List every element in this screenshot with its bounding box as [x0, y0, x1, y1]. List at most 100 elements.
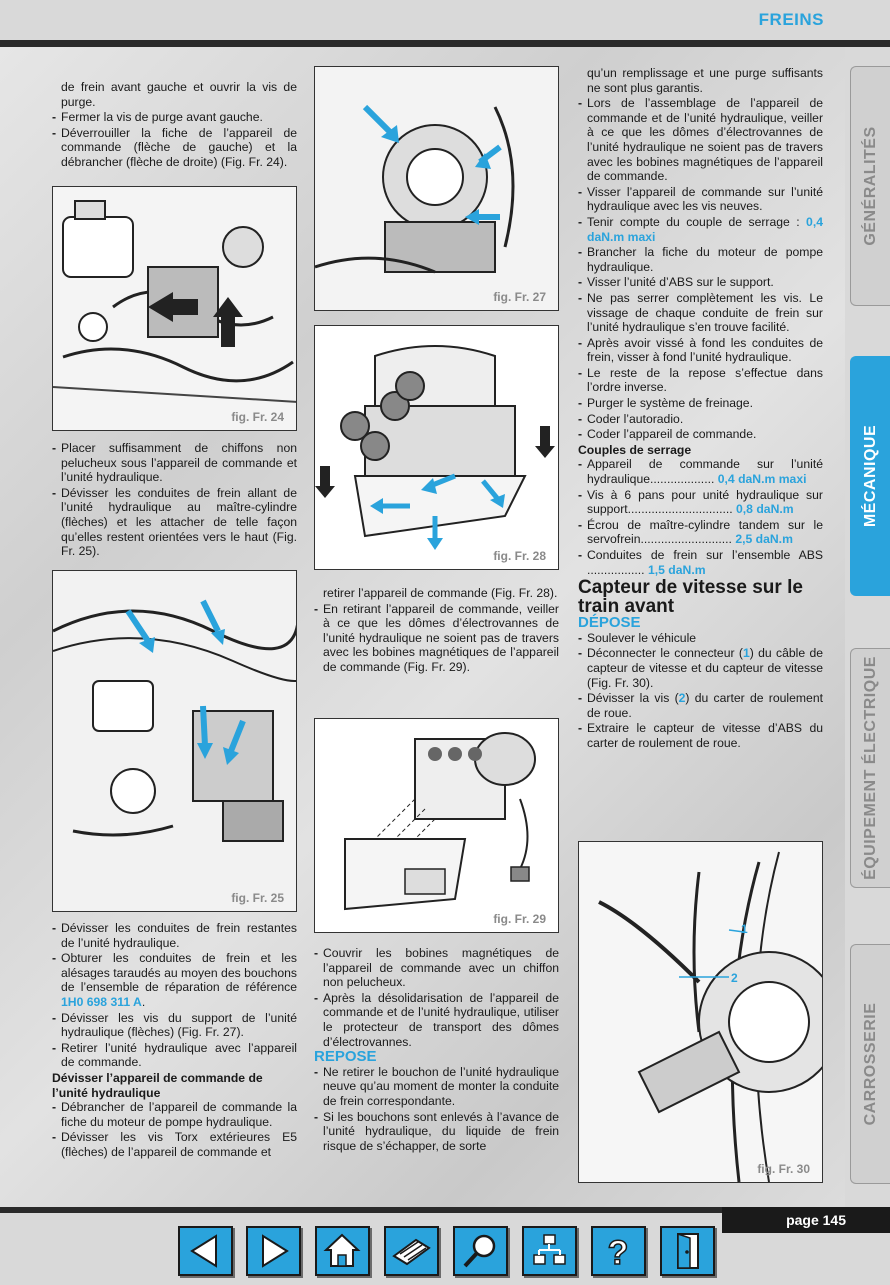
figure-fr-29: fig. Fr. 29: [314, 718, 559, 933]
text-line: Débrancher de l’appareil de commande la …: [52, 1100, 297, 1129]
capteur-heading: Capteur de vitesse sur le train avant: [578, 577, 803, 618]
figure-caption: fig. Fr. 29: [493, 912, 546, 926]
text-part: Tenir compte du couple de serrage :: [587, 214, 807, 229]
text-line: Dévisser les conduites de frein restante…: [52, 921, 297, 950]
torque-label: Écrou de maître-cylindre tandem sur le s…: [587, 517, 823, 547]
next-page-button[interactable]: [246, 1226, 301, 1276]
previous-page-button[interactable]: [178, 1226, 233, 1276]
help-icon: ?: [607, 1233, 629, 1273]
text-line: Soulever le véhicule: [578, 631, 823, 646]
text-line: Dévisser la vis (2) du carter de rouleme…: [578, 691, 823, 720]
column-1-bottom: Dévisser les conduites de frein restante…: [52, 921, 297, 1161]
tab-generalites[interactable]: GÉNÉRALITÉS: [850, 66, 890, 306]
text-line: Déconnecter le connecteur (1) du câble d…: [578, 646, 823, 690]
tab-label: MÉCANIQUE: [861, 424, 879, 528]
top-rule: [0, 40, 890, 47]
text-part: Dévisser la vis (: [587, 691, 679, 706]
text-line: Si les bouchons sont enlevés à l’avance …: [314, 1110, 559, 1154]
text-part: ) du câble de capteur de vitesse et du c…: [587, 646, 824, 690]
svg-text:?: ?: [608, 1234, 629, 1272]
tab-mecanique[interactable]: MÉCANIQUE: [850, 356, 890, 596]
figure-fr-27: fig. Fr. 27: [314, 66, 559, 311]
couples-heading: Couples de serrage: [578, 442, 692, 457]
column-2-bottom: Couvrir les bobines magnétiques de l’app…: [314, 946, 559, 1154]
torque-value: 0,4 daN.m maxi: [717, 472, 807, 487]
exit-button[interactable]: [660, 1226, 715, 1276]
torque-value: 0,4 daN.m maxi: [587, 214, 823, 244]
text-part: Déconnecter le connecteur (: [587, 646, 743, 661]
torque-label: Vis à 6 pans pour unité hydraulique sur …: [587, 487, 823, 517]
figure-fr-25: fig. Fr. 25: [52, 570, 297, 912]
figure-fr-30: 1 2 fig. Fr. 30: [578, 841, 823, 1183]
search-icon: [463, 1234, 496, 1268]
torque-row: Appareil de commande sur l’unité hydraul…: [578, 457, 823, 486]
text-line: Après avoir vissé à fond les conduites d…: [578, 336, 823, 365]
arrow-right-icon: [262, 1234, 289, 1268]
text-line: Tenir compte du couple de serrage : 0,4 …: [578, 215, 823, 244]
sitemap-button[interactable]: [522, 1226, 577, 1276]
figure-caption: fig. Fr. 27: [493, 290, 546, 304]
torque-value: 0,8 daN.m: [736, 502, 794, 517]
column-1-mid: Placer suffisamment de chiffons non pelu…: [52, 441, 297, 560]
callout-number: 2: [678, 691, 686, 706]
search-button[interactable]: [453, 1226, 508, 1276]
depose-heading: DÉPOSE: [578, 614, 641, 632]
figure-caption: fig. Fr. 30: [757, 1162, 810, 1176]
section-title: FREINS: [758, 10, 824, 29]
figure-fr-24: fig. Fr. 24: [52, 186, 297, 431]
text-line: Le reste de la repose s’effectue dans l’…: [578, 366, 823, 395]
text-line: Brancher la fiche du moteur de pompe hyd…: [578, 245, 823, 274]
home-button[interactable]: [315, 1226, 370, 1276]
tab-label: GÉNÉRALITÉS: [861, 126, 879, 246]
torque-row: Écrou de maître-cylindre tandem sur le s…: [578, 518, 823, 547]
text-line: Après la désolidarisation de l’appareil …: [314, 991, 559, 1049]
text-part: Obturer les conduites de frein et les al…: [61, 951, 297, 995]
text-line: Dévisser les conduites de frein allant d…: [52, 486, 297, 559]
binoculars-icon: [533, 1234, 566, 1265]
tab-label: CARROSSERIE: [861, 1002, 879, 1126]
column-2-top: retirer l’appareil de commande (Fig. Fr.…: [314, 586, 559, 676]
text-line: Lors de l’assemblage de l’appareil de co…: [578, 96, 823, 184]
text-line: Placer suffisamment de chiffons non pelu…: [52, 441, 297, 485]
text-line: Visser l’appareil de commande sur l’unit…: [578, 185, 823, 214]
text-line: Retirer l’unité hydraulique avec l’appar…: [52, 1041, 297, 1070]
text-line: Coder l’appareil de commande.: [578, 427, 823, 442]
figure-caption: fig. Fr. 28: [493, 549, 546, 563]
help-button[interactable]: ?: [591, 1226, 646, 1276]
text-line: Visser l’unité d’ABS sur le support.: [578, 275, 823, 290]
callout-label-2: 2: [731, 971, 738, 985]
torque-label: Conduites de frein sur l’ensemble ABS ..…: [587, 548, 823, 577]
torque-row: Vis à 6 pans pour unité hydraulique sur …: [578, 488, 823, 517]
text-line: de frein avant gauche et ouvrir la vis d…: [61, 80, 297, 109]
text-line: En retirant l’appareil de commande, veil…: [314, 602, 559, 675]
bottom-rule: [0, 1207, 890, 1213]
torque-value: 1,5 daN.m: [647, 562, 706, 577]
torque-label: Appareil de commande sur l’unité hydraul…: [587, 457, 823, 487]
tab-carrosserie[interactable]: CARROSSERIE: [850, 944, 890, 1184]
text-line: qu’un remplissage et une purge suffisant…: [587, 66, 823, 95]
text-line: Ne pas serrer complètement les vis. Le v…: [578, 291, 823, 335]
figure-fr-28: fig. Fr. 28: [314, 325, 559, 570]
callout-number: 1: [742, 646, 750, 661]
text-line: Obturer les conduites de frein et les al…: [52, 951, 297, 1009]
text-line: Purger le système de freinage.: [578, 396, 823, 411]
subheading: Dévisser l’appareil de commande de l’uni…: [52, 1070, 263, 1100]
text-line: Fermer la vis de purge avant gauche.: [52, 110, 297, 125]
tab-equipement-electrique[interactable]: ÉQUIPEMENT ÉLECTRIQUE: [850, 648, 890, 888]
repose-heading: REPOSE: [314, 1048, 377, 1066]
print-icon: [392, 1238, 431, 1266]
column-1-top: de frein avant gauche et ouvrir la vis d…: [52, 80, 297, 171]
text-line: Dévisser les vis Torx extérieures E5 (fl…: [52, 1130, 297, 1159]
text-part: .: [141, 994, 146, 1009]
text-line: Coder l’autoradio.: [578, 412, 823, 427]
text-line: Couvrir les bobines magnétiques de l’app…: [314, 946, 559, 990]
text-line: Dévisser les vis du support de l’unité h…: [52, 1011, 297, 1040]
text-line: Déverrouiller la fiche de l’appareil de …: [52, 126, 297, 170]
home-icon: [323, 1233, 361, 1267]
print-button[interactable]: [384, 1226, 439, 1276]
callout-label-1: 1: [741, 922, 748, 936]
text-line: Ne retirer le bouchon de l’unité hydraul…: [314, 1065, 559, 1109]
text-line: Extraire le capteur de vitesse d’ABS du …: [578, 721, 823, 750]
column-3-top: qu’un remplissage et une purge suffisant…: [578, 66, 823, 752]
text-part: ) du carter de roulement de roue.: [587, 691, 823, 720]
